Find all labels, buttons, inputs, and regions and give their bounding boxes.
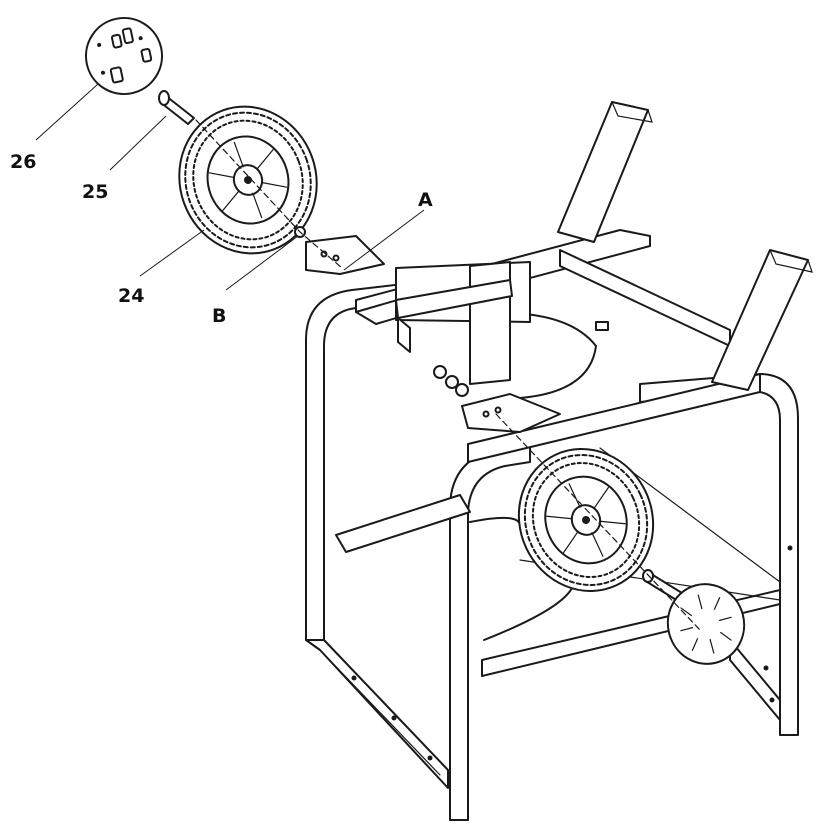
callout-b: B — [212, 305, 226, 327]
mounted-hubcap — [666, 583, 746, 665]
wheel-part — [178, 105, 318, 255]
axle-bolt-part — [158, 90, 195, 125]
callout-25: 25 — [82, 181, 108, 203]
hubcap-part — [85, 17, 163, 95]
leader-lines — [35, 83, 425, 291]
callout-a: A — [418, 189, 433, 211]
assembly-axis-line-right — [495, 413, 701, 631]
assembly-axis-line — [195, 119, 343, 269]
callout-26: 26 — [10, 151, 36, 173]
mounted-wheel — [517, 448, 655, 592]
callout-24: 24 — [118, 285, 144, 307]
